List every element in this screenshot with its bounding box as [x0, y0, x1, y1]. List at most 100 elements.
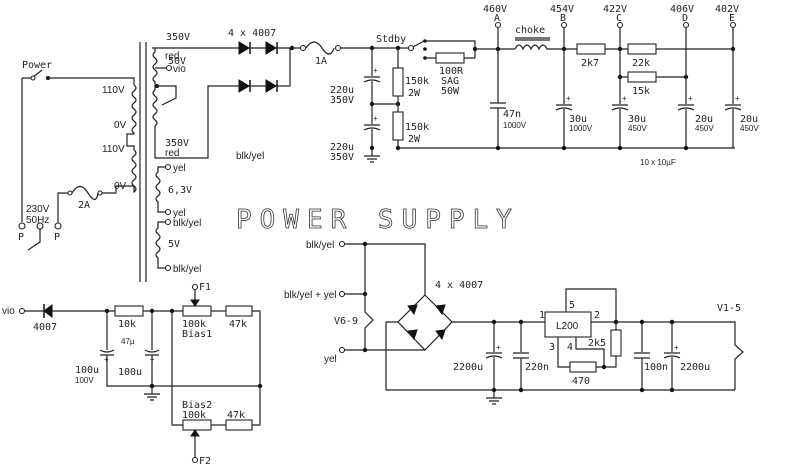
heater-output [616, 321, 744, 390]
svg-text:+: + [373, 66, 378, 75]
svg-text:+: + [674, 343, 679, 352]
svg-text:4: 4 [567, 342, 573, 353]
svg-text:red: red [165, 51, 179, 62]
heater-secondary: yel 6,3V yel blk/yel 5V blk/yel [155, 163, 201, 275]
ground-icon [486, 390, 502, 405]
svg-text:Stdby: Stdby [376, 34, 406, 45]
svg-text:+: + [496, 343, 501, 352]
svg-text:+: + [735, 94, 740, 103]
choke-inductor [514, 44, 564, 51]
l200-regulator [544, 311, 592, 338]
svg-text:47k: 47k [227, 410, 245, 421]
svg-text:220n: 220n [525, 362, 549, 373]
svg-text:2A: 2A [78, 200, 90, 211]
page-title: POWER SUPPLY [236, 205, 520, 235]
svg-text:150k: 150k [405, 76, 429, 87]
hv-secondary: 350V red 50V vio 350V red blk/yel [152, 32, 290, 162]
svg-text:0V: 0V [114, 181, 127, 192]
svg-text:30u: 30u [628, 114, 646, 125]
diode-icon [238, 79, 250, 93]
svg-text:L200: L200 [556, 321, 579, 332]
svg-text:5V: 5V [168, 239, 180, 250]
svg-text:230V: 230V [26, 204, 50, 215]
svg-text:47n: 47n [503, 109, 521, 120]
svg-text:2k7: 2k7 [581, 58, 599, 69]
ground-switch [27, 229, 41, 251]
svg-text:vio: vio [2, 306, 15, 317]
heater-input-1[interactable] [338, 240, 346, 248]
svg-text:+: + [566, 94, 571, 103]
resistor-22k [627, 43, 657, 55]
ct-ground [157, 85, 177, 106]
standby-switch[interactable]: Stdby 100R SAG 50W [376, 34, 478, 97]
svg-text:1: 1 [539, 310, 545, 321]
transformer-core [139, 42, 147, 282]
svg-text:+: + [622, 94, 627, 103]
svg-text:100u: 100u [118, 367, 142, 378]
bias2-pot[interactable] [182, 419, 212, 431]
svg-text:2200u: 2200u [680, 362, 710, 373]
diode-icon [435, 329, 446, 341]
svg-text:454V: 454V [550, 4, 574, 15]
svg-text:100k: 100k [182, 410, 206, 421]
bleeder-resistor-2 [392, 111, 404, 141]
svg-text:100n: 100n [644, 362, 668, 373]
svg-text:+: + [373, 114, 378, 123]
svg-text:4 x 4007: 4 x 4007 [228, 28, 276, 39]
svg-text:220u: 220u [330, 142, 354, 153]
svg-text:yel: yel [173, 163, 186, 174]
diode-icon [265, 79, 277, 93]
resistor-10k [114, 305, 144, 317]
svg-text:20u: 20u [695, 114, 713, 125]
f1-terminal[interactable] [191, 283, 199, 291]
svg-text:blk/yel: blk/yel [173, 264, 201, 275]
svg-text:A: A [494, 13, 500, 24]
v6-9-switch[interactable] [364, 244, 374, 350]
svg-text:450V: 450V [695, 124, 714, 133]
svg-text:2200u: 2200u [453, 362, 483, 373]
fuse-2a [71, 185, 99, 201]
mains-terminal-left[interactable] [18, 222, 26, 230]
svg-text:blk/yel: blk/yel [173, 218, 201, 229]
svg-text:P: P [18, 232, 24, 243]
resistor-470 [569, 361, 597, 373]
snubber-cap [490, 49, 506, 148]
svg-text:30u: 30u [569, 114, 587, 125]
f2-terminal[interactable] [191, 456, 199, 464]
hv-filter: 47n 1000V 460V A choke 454V B + 30u 1000… [398, 4, 759, 167]
bias-supply: vio 4007 10k + + 47µ 100u 100V 100u F1 1… [2, 282, 263, 467]
heater-input-2[interactable] [338, 290, 346, 298]
svg-text:100u: 100u [75, 365, 99, 376]
svg-text:470: 470 [572, 376, 590, 387]
svg-text:2: 2 [594, 310, 600, 321]
hv-reservoir: ++ 220u 350V 220u 350V 150k 2W 150k 2W [330, 45, 429, 163]
svg-text:10k: 10k [118, 319, 136, 330]
svg-text:+: + [688, 94, 693, 103]
svg-text:1000V: 1000V [503, 121, 527, 130]
svg-text:10 x 10µF: 10 x 10µF [640, 158, 676, 167]
bias1-pot[interactable] [182, 305, 212, 317]
svg-text:15k: 15k [632, 86, 650, 97]
svg-text:1000V: 1000V [569, 124, 593, 133]
svg-text:V6-9: V6-9 [334, 316, 358, 327]
svg-text:E: E [729, 13, 735, 24]
sag-resistor [435, 52, 465, 64]
svg-text:red: red [165, 148, 179, 159]
heater-input-3[interactable] [338, 346, 346, 354]
svg-text:+: + [150, 355, 155, 364]
svg-text:B: B [560, 13, 566, 24]
svg-text:20u: 20u [740, 114, 758, 125]
bleeder-resistor-1 [392, 67, 404, 97]
bias-input-terminal[interactable] [18, 307, 26, 315]
svg-text:SAG: SAG [441, 76, 459, 87]
mains-terminal-right[interactable] [54, 222, 62, 230]
svg-text:50V: 50V [168, 56, 186, 67]
svg-text:150k: 150k [405, 122, 429, 133]
diode-icon [407, 304, 418, 316]
svg-text:blk/yel: blk/yel [236, 151, 264, 162]
diode-icon [435, 304, 446, 316]
svg-text:blk/yel: blk/yel [306, 240, 334, 251]
fuse-1a [305, 41, 335, 55]
svg-text:100k: 100k [182, 319, 206, 330]
